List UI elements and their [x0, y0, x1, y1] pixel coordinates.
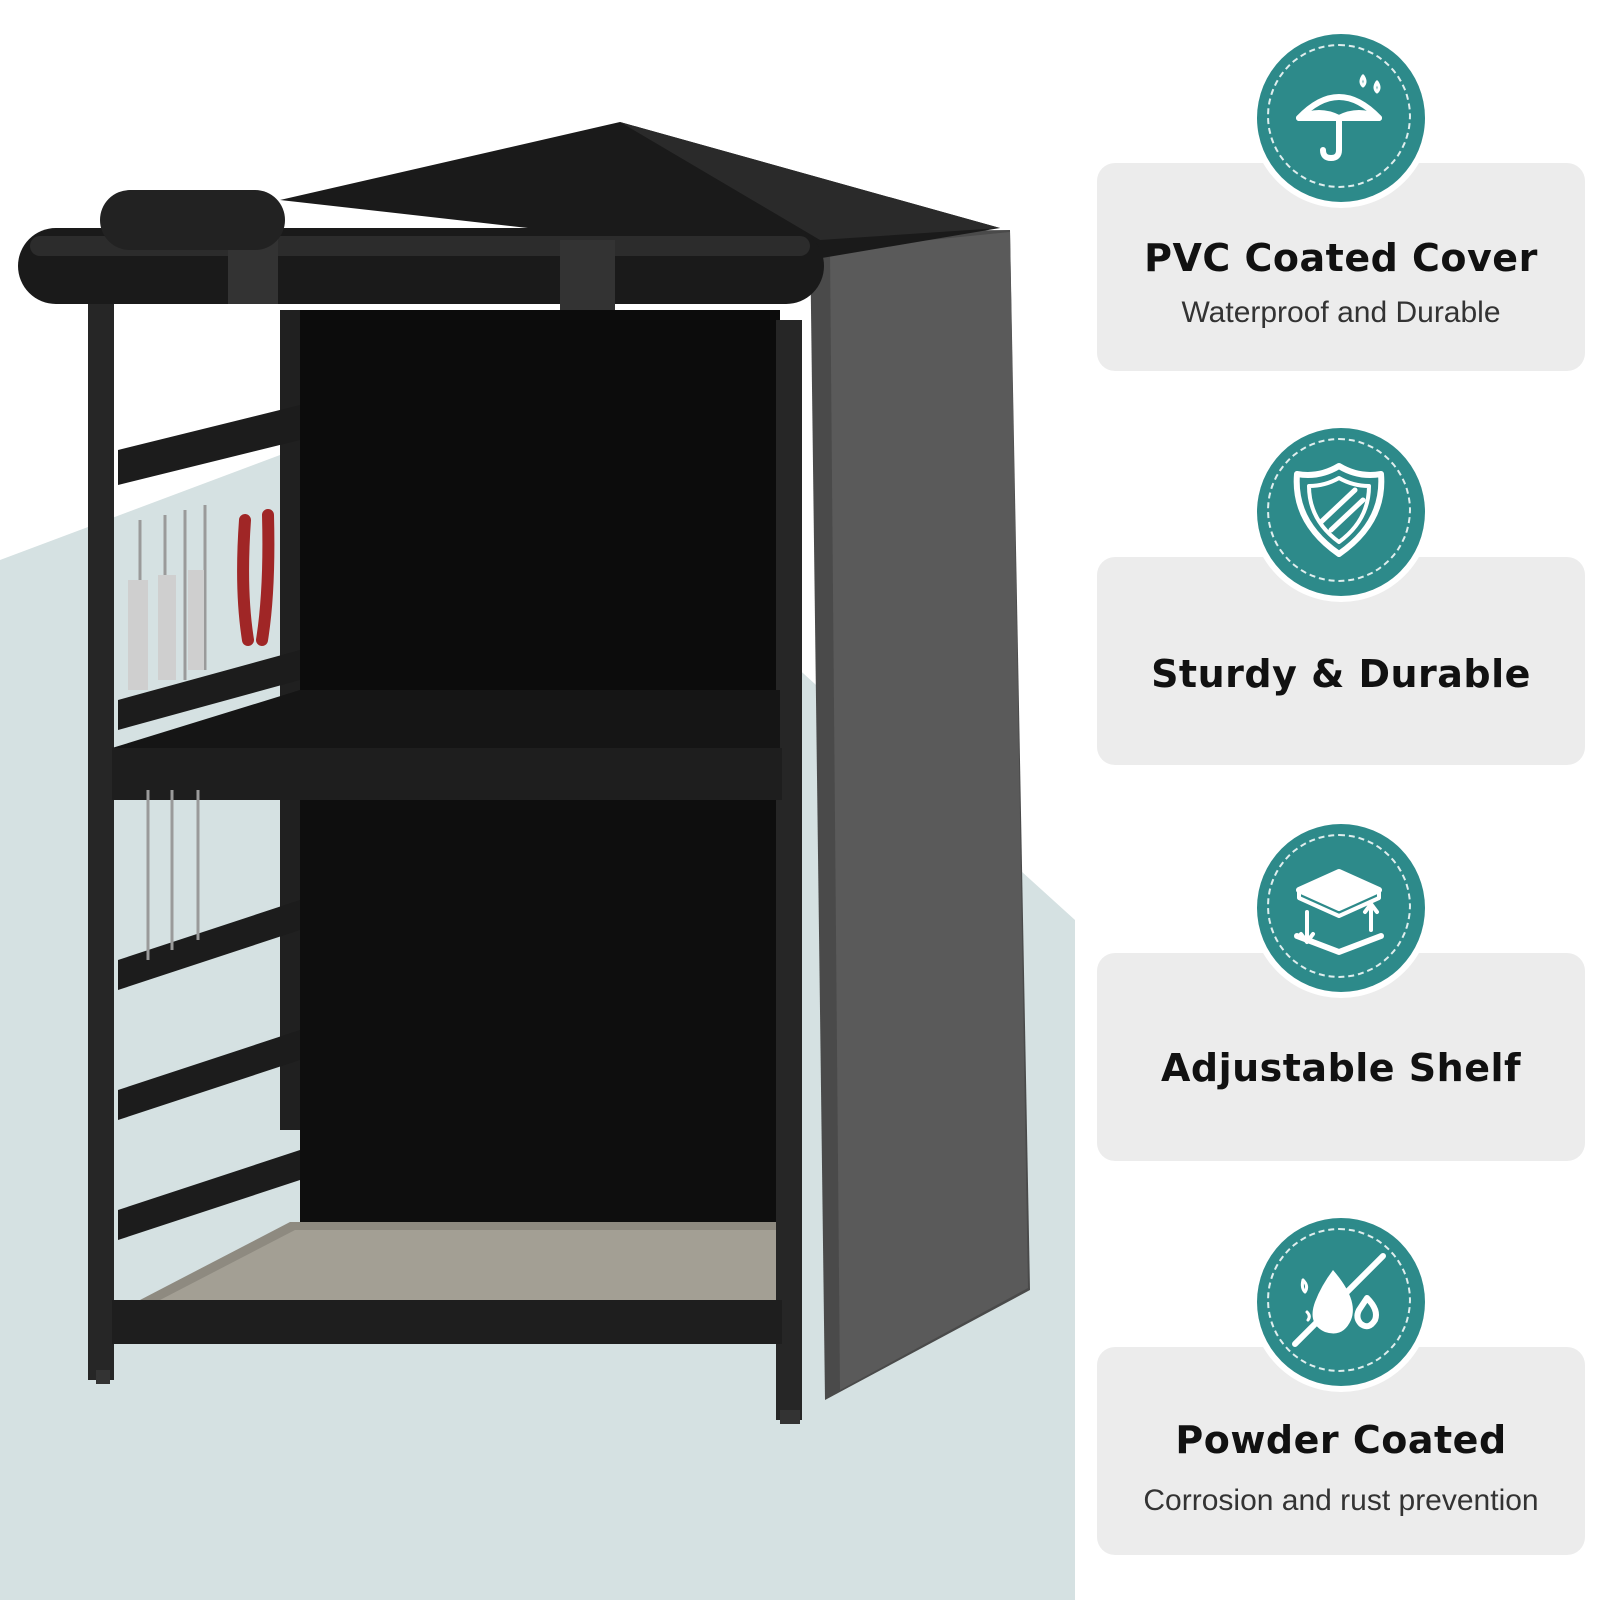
feature-subtitle: Waterproof and Durable — [1181, 296, 1501, 329]
umbrella-rain-icon — [1296, 74, 1382, 161]
feature-title: Powder Coated — [1175, 1418, 1507, 1462]
feature-subtitle: Corrosion and rust prevention — [1143, 1484, 1539, 1517]
feature-title: Adjustable Shelf — [1160, 1046, 1522, 1090]
feature-title: PVC Coated Cover — [1144, 236, 1538, 280]
feature-list: PVC Coated Cover Waterproof and Durable … — [1097, 0, 1585, 1600]
adjustable-shelf-icon — [1294, 869, 1384, 955]
feature-badge — [1251, 28, 1431, 208]
storage-rack-illustration — [18, 122, 1030, 1424]
feature-badge — [1251, 818, 1431, 998]
feature-badge — [1251, 1212, 1431, 1392]
feature-badge — [1251, 422, 1431, 602]
no-water-drop-icon — [1292, 1253, 1386, 1347]
feature-title: Sturdy & Durable — [1151, 652, 1531, 696]
shield-icon — [1293, 463, 1385, 557]
